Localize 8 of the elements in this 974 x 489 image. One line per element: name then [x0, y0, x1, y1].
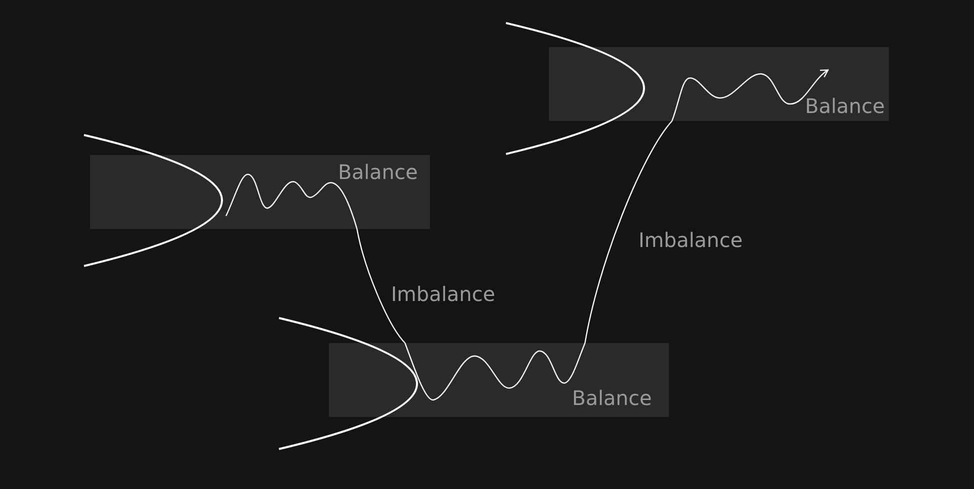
price-line: [356, 228, 406, 344]
zone-label: Balance: [805, 94, 885, 118]
zone-label: Balance: [572, 386, 652, 410]
zone-label: Balance: [338, 160, 418, 184]
balance-zone-box: [329, 343, 669, 417]
price-line: [584, 120, 672, 344]
balance-zone-box: [90, 155, 430, 229]
balance-zone-box: [549, 47, 889, 121]
